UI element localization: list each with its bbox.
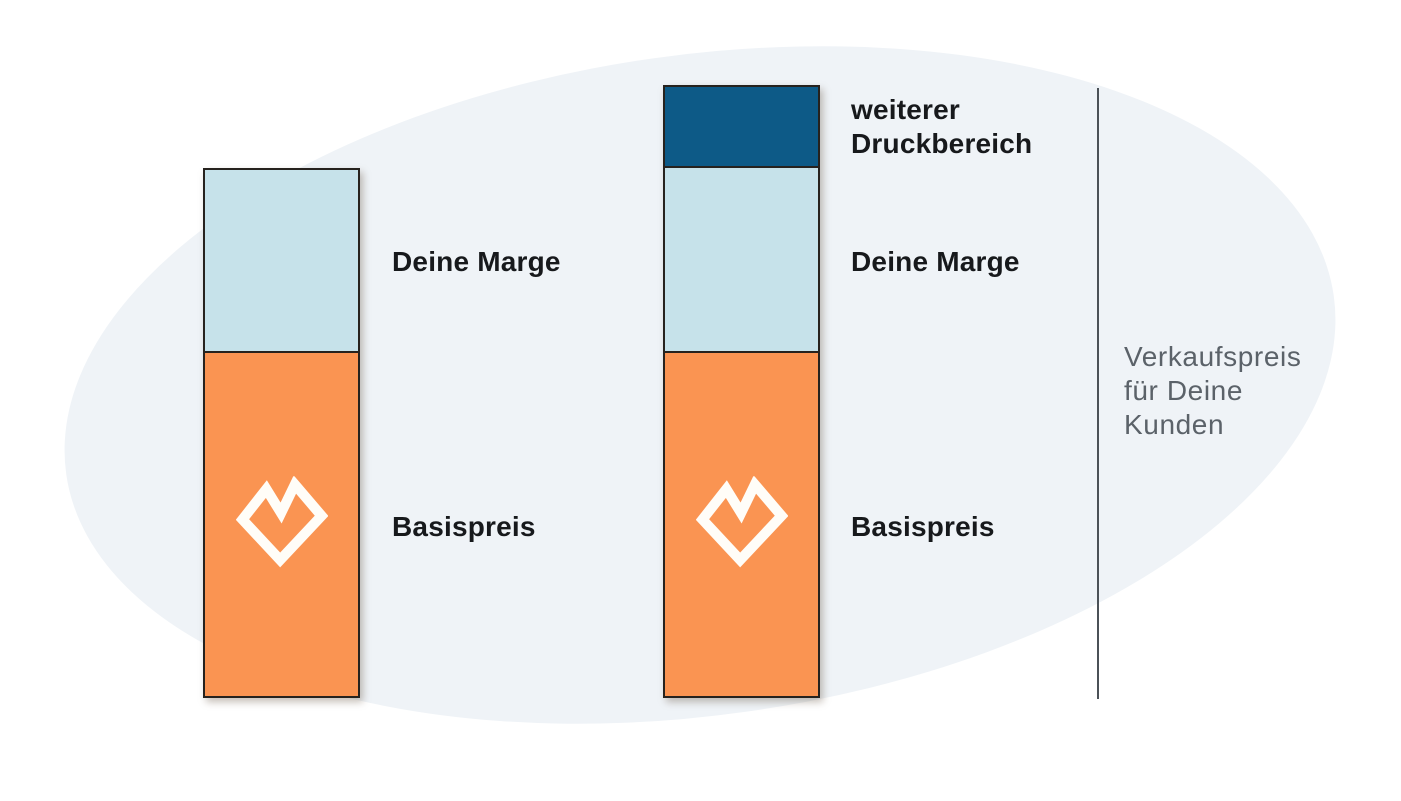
segment-base-price bbox=[663, 351, 820, 698]
label-right-margin: Deine Marge bbox=[851, 246, 1020, 277]
segment-base-price bbox=[203, 351, 360, 698]
label-right-base-price: Basispreis bbox=[851, 511, 995, 542]
label-selling-price: Verkaufspreis für Deine Kunden bbox=[1124, 341, 1302, 440]
bar-with-extra-print bbox=[663, 85, 820, 698]
spreadshirt-heart-icon bbox=[695, 475, 788, 567]
label-right-extra-print: weiterer Druckbereich bbox=[851, 94, 1033, 159]
segment-margin bbox=[203, 168, 360, 353]
label-left-base-price: Basispreis bbox=[392, 511, 536, 542]
label-left-margin: Deine Marge bbox=[392, 246, 561, 277]
bar-without-extra-print bbox=[203, 168, 360, 698]
segment-margin bbox=[663, 166, 820, 353]
segment-extra-print-area bbox=[663, 85, 820, 168]
price-bracket-line bbox=[1097, 88, 1099, 699]
spreadshirt-heart-icon bbox=[235, 475, 328, 567]
